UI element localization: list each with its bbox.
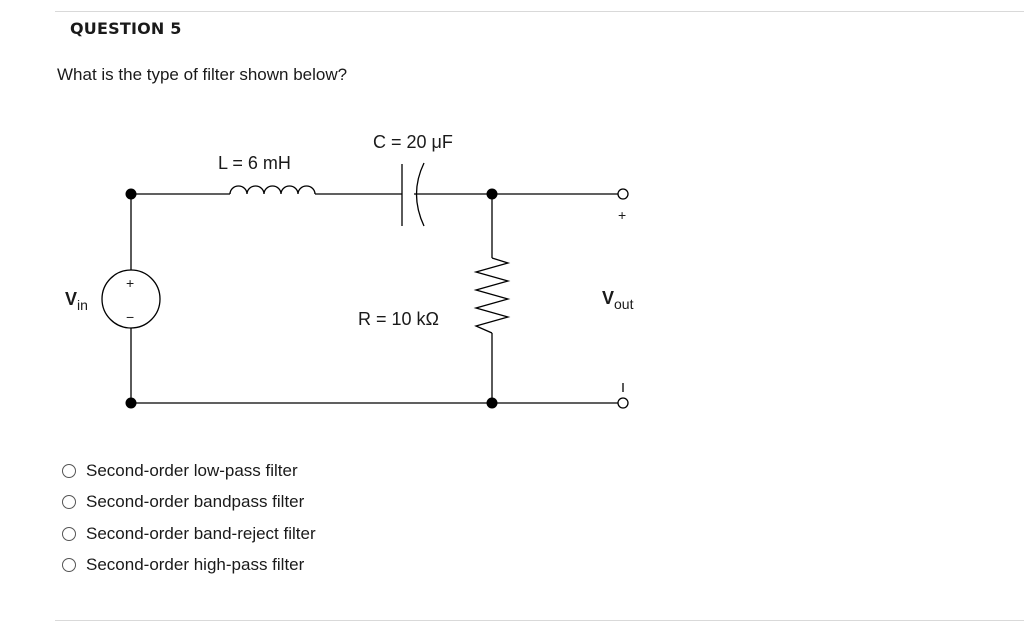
vout-label: Vout bbox=[602, 288, 634, 312]
answer-choices: Second-order low-pass filter Second-orde… bbox=[62, 455, 316, 581]
choice-label: Second-order high-pass filter bbox=[86, 555, 305, 575]
vin-label: Vin bbox=[65, 289, 88, 313]
radio-button[interactable] bbox=[62, 495, 76, 510]
node-bottom-right bbox=[486, 397, 498, 409]
choice-high-pass[interactable]: Second-order high-pass filter bbox=[62, 550, 316, 582]
choice-label: Second-order low-pass filter bbox=[86, 460, 298, 480]
source-minus-sign: − bbox=[126, 309, 134, 325]
resistor-zigzag bbox=[473, 257, 511, 334]
node-top-right bbox=[486, 188, 498, 200]
top-divider bbox=[55, 11, 1024, 12]
capacitor-label: C = 20 μF bbox=[373, 132, 453, 152]
choice-low-pass[interactable]: Second-order low-pass filter bbox=[62, 455, 316, 487]
bottom-divider bbox=[55, 620, 1024, 621]
radio-button[interactable] bbox=[62, 558, 76, 573]
inductor-coil bbox=[229, 185, 316, 195]
output-terminal-bottom bbox=[617, 397, 629, 409]
choice-bandpass[interactable]: Second-order bandpass filter bbox=[62, 487, 316, 519]
question-prompt: What is the type of filter shown below? bbox=[57, 65, 348, 84]
radio-button[interactable] bbox=[62, 526, 76, 541]
voltage-source bbox=[101, 269, 161, 329]
choice-label: Second-order band-reject filter bbox=[86, 523, 316, 543]
question-title: QUESTION 5 bbox=[70, 19, 182, 38]
source-plus-sign: + bbox=[126, 275, 134, 291]
node-top-left bbox=[125, 188, 137, 200]
choice-label: Second-order bandpass filter bbox=[86, 492, 305, 512]
resistor-label: R = 10 kΩ bbox=[358, 309, 439, 329]
node-bottom-left bbox=[125, 397, 137, 409]
vin-subscript: in bbox=[77, 297, 88, 313]
output-terminal-top bbox=[617, 188, 629, 200]
choice-band-reject[interactable]: Second-order band-reject filter bbox=[62, 518, 316, 550]
output-plus-sign: + bbox=[618, 207, 626, 223]
radio-button[interactable] bbox=[62, 463, 76, 478]
vout-subscript: out bbox=[614, 296, 634, 312]
inductor-label: L = 6 mH bbox=[218, 153, 291, 173]
